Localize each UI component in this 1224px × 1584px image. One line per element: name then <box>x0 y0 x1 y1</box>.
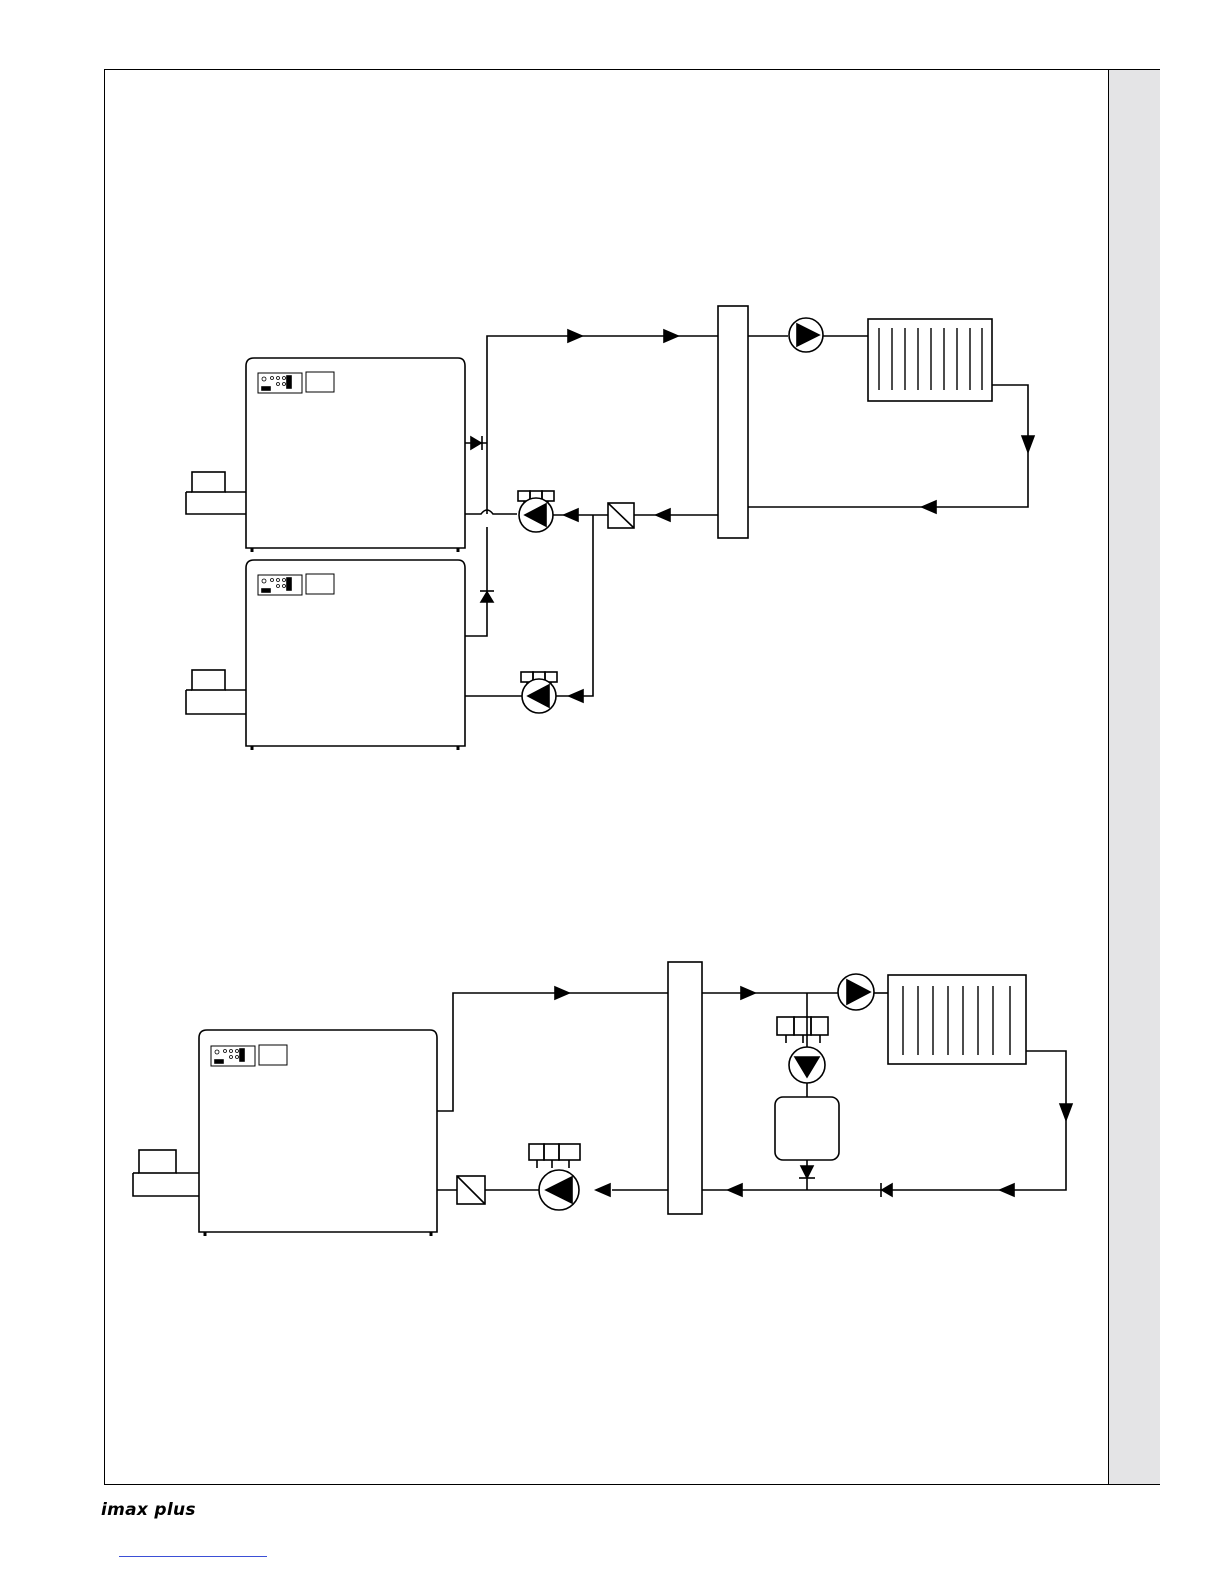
flow-arrow-icon <box>569 690 583 702</box>
flow-arrow-icon <box>922 501 936 513</box>
boiler-upper <box>246 358 465 552</box>
check-valve-upper <box>471 436 482 450</box>
link-underline[interactable] <box>119 1556 267 1557</box>
upper-diagram <box>186 306 1034 750</box>
burner-single <box>133 1150 199 1196</box>
circulation-pump-upper <box>789 318 823 352</box>
circulation-pump-lower <box>838 974 874 1010</box>
shunt-pump <box>777 1017 828 1083</box>
lower-diagram <box>133 962 1072 1236</box>
flow-arrow-icon <box>555 987 569 999</box>
brand-logo: imax plus <box>101 1500 196 1520</box>
boiler-pump-lower <box>521 672 557 713</box>
boiler-single <box>199 1030 437 1236</box>
boiler-pump-single <box>529 1144 580 1210</box>
boiler-pump-upper <box>518 491 554 532</box>
burner-upper <box>186 472 246 514</box>
flow-arrow-icon <box>741 987 755 999</box>
check-valve-lower-return <box>881 1183 892 1197</box>
flow-arrow-icon <box>664 330 678 342</box>
expansion-vessel <box>775 1097 839 1160</box>
flow-arrow-icon <box>1000 1184 1014 1196</box>
burner-lower <box>186 670 246 714</box>
plate-heat-exchanger-lower <box>668 962 702 1214</box>
check-valve-lower <box>480 591 494 602</box>
flow-arrow-icon <box>564 509 578 521</box>
boiler-lower <box>246 560 465 750</box>
flow-arrow-icon <box>1022 436 1034 452</box>
plate-heat-exchanger-upper <box>718 306 748 538</box>
strainer-lower <box>457 1176 485 1204</box>
flow-arrow-icon <box>596 1184 610 1196</box>
flow-arrow-icon <box>728 1184 742 1196</box>
strainer-upper <box>608 503 634 528</box>
radiator-lower <box>888 975 1026 1064</box>
flow-arrow-icon <box>568 330 582 342</box>
flow-arrow-icon <box>656 509 670 521</box>
flow-arrow-icon <box>1060 1104 1072 1120</box>
radiator-upper <box>868 319 992 401</box>
